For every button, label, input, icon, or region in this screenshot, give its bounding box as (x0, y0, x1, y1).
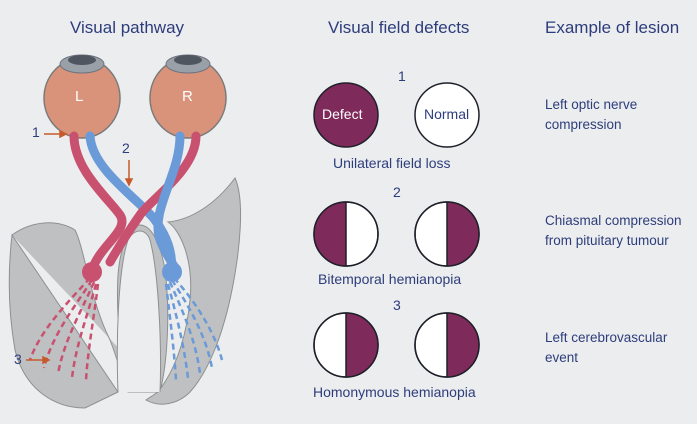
lesion-row1-line2: compression (545, 117, 622, 132)
defect-label: Defect (322, 106, 363, 122)
left-geniculate (82, 262, 102, 282)
row1-circles (313, 82, 480, 148)
caption-bitemporal-hemianopia: Bitemporal hemianopia (318, 271, 462, 287)
lesion-row3: Left cerebrovascular event (545, 328, 695, 368)
pathway-marker-2: 2 (122, 140, 130, 156)
row1-number: 1 (398, 68, 406, 84)
right-eye (149, 54, 227, 139)
caption-unilateral-field-loss: Unilateral field loss (333, 155, 451, 171)
lesion-row2-line2: from pituitary tumour (545, 233, 669, 248)
right-radiations (164, 277, 224, 381)
left-eye (43, 54, 121, 139)
lesion-row3-line2: event (545, 350, 579, 365)
right-eye-label: R (182, 88, 193, 105)
pathway-marker-3: 3 (14, 351, 22, 367)
row2-right-defect (447, 202, 479, 266)
row3-right-defect (447, 313, 479, 377)
header-example-of-lesion: Example of lesion (545, 18, 680, 37)
lesion-row3-line1: Left cerebrovascular (545, 330, 668, 345)
lesion-row2: Chiasmal compression from pituitary tumo… (545, 211, 695, 251)
row2-number: 2 (393, 184, 401, 200)
normal-label: Normal (424, 106, 470, 122)
left-radiations (28, 277, 100, 381)
header-visual-pathway: Visual pathway (70, 18, 185, 37)
row2-circles (313, 201, 480, 267)
row3-circles (313, 312, 480, 378)
left-pink-nerve (69, 131, 127, 275)
pathway-marker-1: 1 (32, 124, 40, 140)
brain-outline-right (145, 177, 242, 405)
right-pink-nerve (153, 131, 185, 275)
row3-left-defect (346, 313, 378, 377)
marker-arrows (26, 129, 134, 365)
right-geniculate (162, 262, 182, 282)
row1-right-circle (414, 82, 480, 148)
lesion-row2-line1: Chiasmal compression (545, 213, 682, 228)
caption-homonymous-hemianopia: Homonymous hemianopia (313, 384, 476, 400)
row1-left-circle (313, 82, 379, 148)
right-blue-nerve (105, 131, 201, 267)
row3-number: 3 (393, 297, 401, 313)
left-eye-label: L (75, 88, 84, 105)
midline-notch (116, 230, 162, 393)
lesion-row1: Left optic nerve compression (545, 95, 695, 135)
lesion-row1-line1: Left optic nerve (545, 97, 638, 112)
header-visual-field-defects: Visual field defects (328, 18, 470, 37)
row2-left-defect (314, 202, 346, 266)
